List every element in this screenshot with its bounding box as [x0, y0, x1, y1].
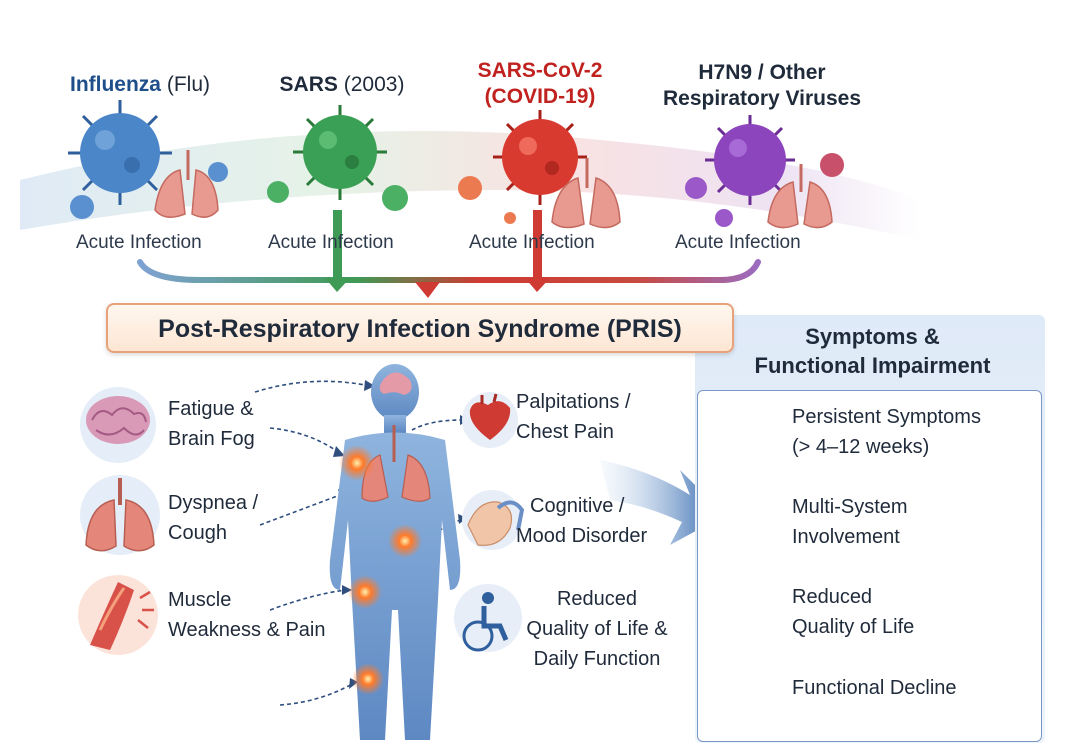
muscle-icon — [78, 575, 158, 655]
acute-infection-label: Acute Infection — [675, 232, 801, 253]
symptoms-panel-inner — [697, 390, 1042, 742]
influenza-virus-icon — [68, 100, 228, 219]
symptom-fatigue: Fatigue & Brain Fog — [168, 394, 255, 454]
symptom-line: Quality of Life & — [526, 618, 668, 640]
panel-item-line: Persistent Symptoms — [792, 406, 981, 428]
covid-stem — [533, 210, 542, 280]
h7n9-title: H7N9 / Other Respiratory Viruses — [652, 60, 872, 112]
panel-item-line: Multi-System — [792, 496, 908, 518]
symptom-line: Mood Disorder — [516, 525, 648, 547]
symptom-reduced-qol: Reduced Quality of Life & Daily Function — [514, 584, 680, 674]
panel-item-reduced-qol: Reduced Quality of Life — [792, 582, 914, 642]
center-arrowhead — [415, 282, 440, 298]
panel-item-functional-decline: Functional Decline — [792, 673, 957, 703]
symptom-line: Weakness & Pain — [168, 619, 326, 641]
symptom-dyspnea: Dyspnea / Cough — [168, 488, 258, 548]
symptom-line: Muscle — [168, 589, 232, 611]
acute-infection-label: Acute Infection — [469, 232, 595, 253]
sars-stem — [333, 210, 342, 280]
big-arrow — [600, 460, 725, 545]
symptom-line: Cognitive / — [530, 495, 625, 517]
panel-item-line: Reduced — [792, 586, 873, 608]
influenza-lungs-icon — [154, 150, 219, 218]
covid-name-line2: (COVID-19) — [484, 85, 596, 108]
sars-arrowhead — [325, 278, 350, 292]
symptom-line: Reduced — [556, 588, 638, 610]
sars-virus-icon — [267, 105, 408, 211]
hands-icon — [462, 490, 525, 550]
influenza-sub: (Flu) — [161, 73, 210, 96]
panel-title: Symptoms & Functional Impairment — [700, 322, 1045, 380]
h7n9-virus-icon — [685, 115, 844, 227]
symptom-line: Brain Fog — [168, 428, 255, 450]
symptom-line: Dyspnea / — [168, 492, 259, 514]
symptom-palpitations: Palpitations / Chest Pain — [516, 387, 631, 447]
heart-icon — [462, 392, 518, 448]
wheelchair-icon — [454, 584, 522, 652]
covid-arrowhead — [525, 278, 550, 292]
symptom-muscle: Muscle Weakness & Pain — [168, 585, 326, 645]
panel-item-line: Quality of Life — [792, 616, 915, 638]
covid-title: SARS-CoV-2 (COVID-19) — [460, 58, 620, 110]
panel-item-line: Involvement — [792, 526, 900, 548]
brain-icon — [80, 387, 156, 463]
symptom-line: Fatigue & — [168, 398, 254, 420]
acute-infection-label: Acute Infection — [268, 232, 394, 253]
dashed-arrows-left — [254, 380, 463, 706]
covid-virus-icon — [458, 110, 587, 224]
symptom-line: Cough — [168, 522, 227, 544]
connector-bracket — [137, 259, 761, 283]
sars-sub: (2003) — [337, 73, 405, 96]
h7n9-name-line2: Respiratory Viruses — [662, 87, 862, 110]
symptom-line: Chest Pain — [516, 421, 614, 443]
covid-lungs-icon — [551, 158, 621, 229]
symptom-cognitive: Cognitive / Mood Disorder — [516, 491, 647, 551]
h7n9-name: H7N9 / Other — [698, 61, 826, 84]
sars-name: SARS — [279, 73, 338, 96]
pris-title: Post-Respiratory Infection Syndrome (PRI… — [158, 315, 682, 343]
panel-item-line: (> 4–12 weeks) — [792, 436, 930, 458]
influenza-name: Influenza — [69, 73, 161, 96]
symptom-line: Palpitations / — [516, 391, 631, 413]
h7n9-lungs-icon — [767, 164, 833, 229]
panel-item-line: Functional Decline — [792, 677, 957, 699]
panel-title-line1: Symptoms & — [805, 324, 940, 349]
influenza-title: Influenza (Flu) — [60, 72, 220, 98]
lungs-icon — [80, 475, 160, 555]
panel-item-persistent: Persistent Symptoms (> 4–12 weeks) — [792, 402, 981, 462]
panel-title-line2: Functional Impairment — [754, 353, 991, 378]
symptom-line: Daily Function — [533, 648, 661, 670]
sars-title: SARS (2003) — [262, 72, 422, 98]
acute-infection-label: Acute Infection — [76, 232, 202, 253]
covid-name: SARS-CoV-2 — [477, 59, 603, 82]
pris-banner: Post-Respiratory Infection Syndrome (PRI… — [106, 303, 734, 353]
inflammation-markers — [339, 445, 422, 695]
panel-item-multisystem: Multi-System Involvement — [792, 492, 908, 552]
